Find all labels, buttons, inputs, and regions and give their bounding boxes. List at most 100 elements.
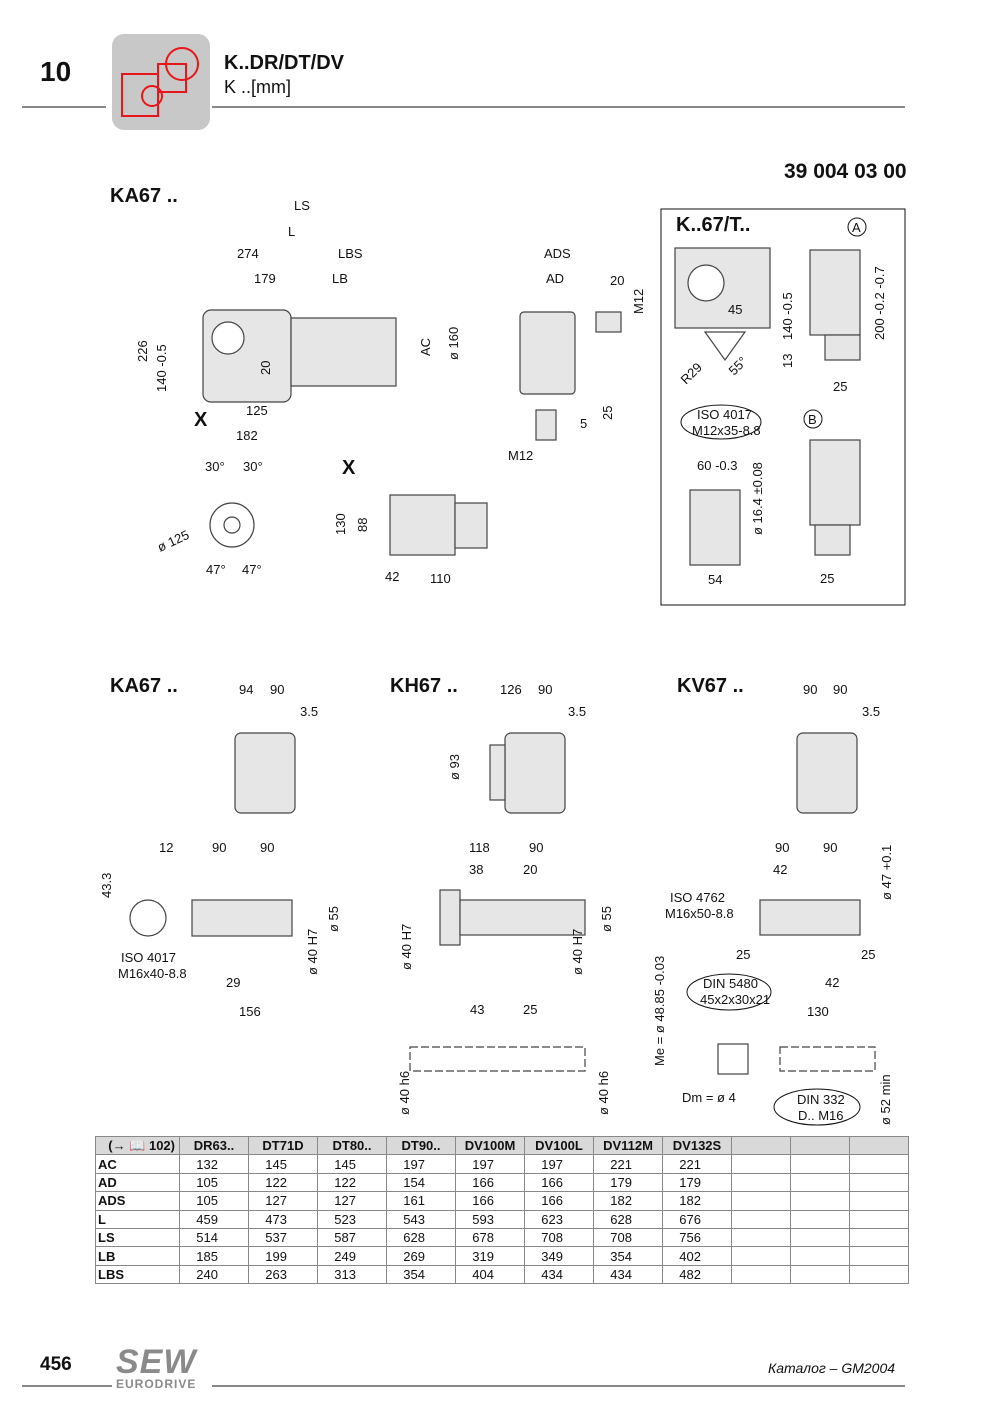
dimension-d20a: 20 bbox=[258, 361, 273, 375]
dimension-d160: ø 160 bbox=[446, 327, 461, 360]
dimension-d13: 13 bbox=[780, 354, 795, 368]
dimension-d125: 125 bbox=[246, 403, 268, 418]
table-cell: 179 bbox=[662, 1172, 732, 1193]
dimension-d38: 38 bbox=[469, 862, 483, 877]
dimension-d5: 5 bbox=[580, 416, 587, 431]
dimension-d25c: 25 bbox=[820, 571, 834, 586]
dimension-d42b: 42 bbox=[773, 862, 787, 877]
dimension-d90d: 90 bbox=[833, 682, 847, 697]
table-cell: 122 bbox=[248, 1172, 318, 1193]
table-cell: 221 bbox=[593, 1154, 663, 1174]
dimension-r29: R29 bbox=[678, 360, 705, 387]
dimension-d40b: ø 40 H7 bbox=[399, 924, 414, 970]
dimension-d42a: 42 bbox=[385, 569, 399, 584]
table-cell: 185 bbox=[179, 1246, 249, 1266]
dimension-d93: ø 93 bbox=[447, 754, 462, 780]
row-label: L bbox=[95, 1209, 180, 1229]
empty-cell bbox=[790, 1154, 850, 1174]
empty-cell bbox=[731, 1172, 791, 1193]
dimension-ads: ADS bbox=[544, 246, 571, 261]
dimension-d43: 43 bbox=[470, 1002, 484, 1017]
column-header: DV100L bbox=[524, 1135, 594, 1156]
table-cell: 197 bbox=[386, 1154, 456, 1174]
dimension-d90g: 90 bbox=[529, 840, 543, 855]
dimension-ca: A bbox=[852, 220, 861, 235]
table-cell: 161 bbox=[386, 1191, 456, 1211]
table-cell: 182 bbox=[662, 1191, 732, 1211]
dimension-d274: 274 bbox=[237, 246, 259, 261]
table-cell: 434 bbox=[524, 1264, 594, 1285]
catalog-name: Каталог – GM2004 bbox=[768, 1360, 896, 1376]
dimension-din1a: DIN 5480 bbox=[703, 976, 758, 991]
dimension-d40c: ø 40 H7 bbox=[570, 929, 585, 975]
table-cell: 240 bbox=[179, 1264, 249, 1285]
dimension-d140: 140 -0.5 bbox=[154, 344, 169, 392]
dimension-d88: 88 bbox=[355, 518, 370, 532]
dimension-d55b: ø 55 bbox=[599, 906, 614, 932]
dimension-d12: 12 bbox=[159, 840, 173, 855]
table-cell: 708 bbox=[593, 1227, 663, 1248]
dimension-a30r: 30° bbox=[243, 459, 263, 474]
dimension-d55a: ø 55 bbox=[326, 906, 341, 932]
dimension-iso3b: M16x50-8.8 bbox=[665, 906, 734, 921]
dimension-d42c: 42 bbox=[825, 975, 839, 990]
drawing-title-t-ka67: KA67 .. bbox=[110, 675, 178, 697]
table-cell: 122 bbox=[317, 1172, 387, 1193]
variant-box bbox=[660, 208, 906, 606]
column-header: DT80.. bbox=[317, 1135, 387, 1156]
table-cell: 145 bbox=[317, 1154, 387, 1174]
dimension-iso1b: M12x35-8.8 bbox=[692, 423, 761, 438]
row-label: ADS bbox=[95, 1191, 180, 1211]
table-cell: 145 bbox=[248, 1154, 318, 1174]
empty-column-header bbox=[849, 1135, 909, 1156]
table-cell: 269 bbox=[386, 1246, 456, 1266]
table-cell: 514 bbox=[179, 1227, 249, 1248]
dimension-d40a: ø 40 H7 bbox=[305, 929, 320, 975]
table-cell: 313 bbox=[317, 1264, 387, 1285]
row-label: AC bbox=[95, 1154, 180, 1174]
empty-cell bbox=[731, 1264, 791, 1285]
dimension-d90i: 90 bbox=[823, 840, 837, 855]
row-label: AD bbox=[95, 1172, 180, 1193]
dimension-me: Me = ø 48.85 -0.03 bbox=[652, 956, 667, 1066]
dimension-d60: 60 -0.3 bbox=[697, 458, 737, 473]
document-number: 39 004 03 00 bbox=[784, 160, 907, 183]
table-cell: 127 bbox=[248, 1191, 318, 1211]
dimension-d52: ø 52 min bbox=[878, 1074, 893, 1125]
dimension-d433: 43.3 bbox=[99, 873, 114, 898]
table-cell: 523 bbox=[317, 1209, 387, 1229]
dimension-d20c: 20 bbox=[523, 862, 537, 877]
table-cell: 587 bbox=[317, 1227, 387, 1248]
dimension-d25a: 25 bbox=[600, 406, 615, 420]
empty-column-header bbox=[790, 1135, 850, 1156]
column-header: DR63.. bbox=[179, 1135, 249, 1156]
dimension-d90e: 90 bbox=[212, 840, 226, 855]
empty-cell bbox=[790, 1264, 850, 1285]
column-header: DT71D bbox=[248, 1135, 318, 1156]
dimension-d25e: 25 bbox=[736, 947, 750, 962]
dimension-d29: 29 bbox=[226, 975, 240, 990]
dimension-d156: 156 bbox=[239, 1004, 261, 1019]
table-cell: 197 bbox=[455, 1154, 525, 1174]
dimension-a30l: 30° bbox=[205, 459, 225, 474]
dimension-d35a: 3.5 bbox=[300, 704, 318, 719]
dimension-d47: ø 47 +0.1 bbox=[879, 845, 894, 900]
dimension-d35b: 3.5 bbox=[568, 704, 586, 719]
table-cell: 354 bbox=[386, 1264, 456, 1285]
empty-cell bbox=[790, 1246, 850, 1266]
dimension-d90f: 90 bbox=[260, 840, 274, 855]
table-cell: 708 bbox=[524, 1227, 594, 1248]
column-header: DT90.. bbox=[386, 1135, 456, 1156]
table-cell: 132 bbox=[179, 1154, 249, 1174]
empty-cell bbox=[790, 1227, 850, 1248]
dimension-dm: Dm = ø 4 bbox=[682, 1090, 736, 1105]
dimension-d200: 200 -0.2 -0.7 bbox=[872, 266, 887, 340]
dimension-a55: 55° bbox=[726, 354, 751, 379]
table-cell: 628 bbox=[386, 1227, 456, 1248]
table-cell: 166 bbox=[455, 1191, 525, 1211]
